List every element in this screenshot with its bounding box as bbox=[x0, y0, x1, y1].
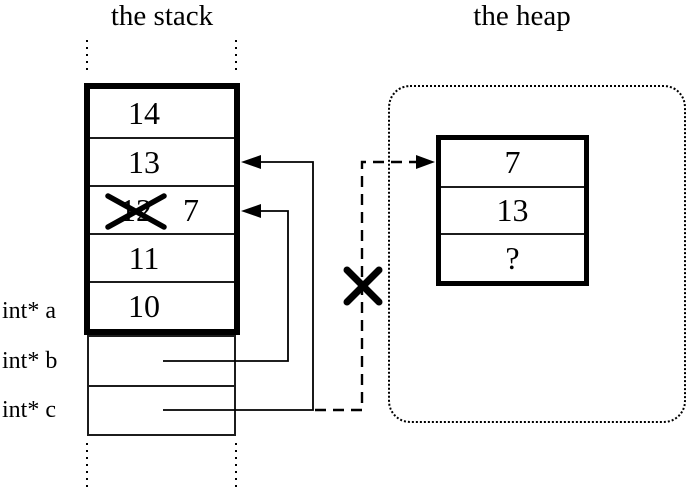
stack-extension-box bbox=[87, 335, 236, 436]
stack-slot-c bbox=[89, 384, 234, 435]
stack-frame-box: 14 13 12 7 11 10 bbox=[84, 83, 240, 335]
stack-cell-overwritten: 12 7 bbox=[90, 185, 234, 233]
stack-cell: 10 bbox=[90, 281, 234, 329]
stack-cell-value: 11 bbox=[128, 239, 160, 276]
pointer-label-c: int* c bbox=[2, 397, 56, 423]
stack-cell-value: 7 bbox=[183, 191, 199, 228]
stack-cell-old-value: 12 bbox=[120, 191, 152, 228]
pointer-label-b: int* b bbox=[2, 348, 58, 374]
heap-cell: 7 bbox=[504, 144, 521, 181]
pointer-label-a: int* a bbox=[2, 298, 56, 324]
heap-block-box: 7 13 ? bbox=[436, 135, 589, 286]
stack-cell: 14 bbox=[90, 89, 234, 137]
heap-cell: 13 bbox=[441, 185, 584, 234]
stack-cell: 13 bbox=[90, 137, 234, 185]
crossout-pointer-icon bbox=[343, 266, 383, 306]
stack-cell-value: 13 bbox=[128, 143, 160, 180]
stack-title: the stack bbox=[110, 0, 214, 32]
stack-cell-value: 10 bbox=[128, 287, 160, 324]
stack-cell-value: 14 bbox=[128, 94, 160, 131]
heap-cell: ? bbox=[441, 233, 584, 281]
heap-title: the heap bbox=[473, 0, 571, 32]
stack-slot-b bbox=[89, 337, 234, 385]
stack-cell: 11 bbox=[90, 233, 234, 281]
